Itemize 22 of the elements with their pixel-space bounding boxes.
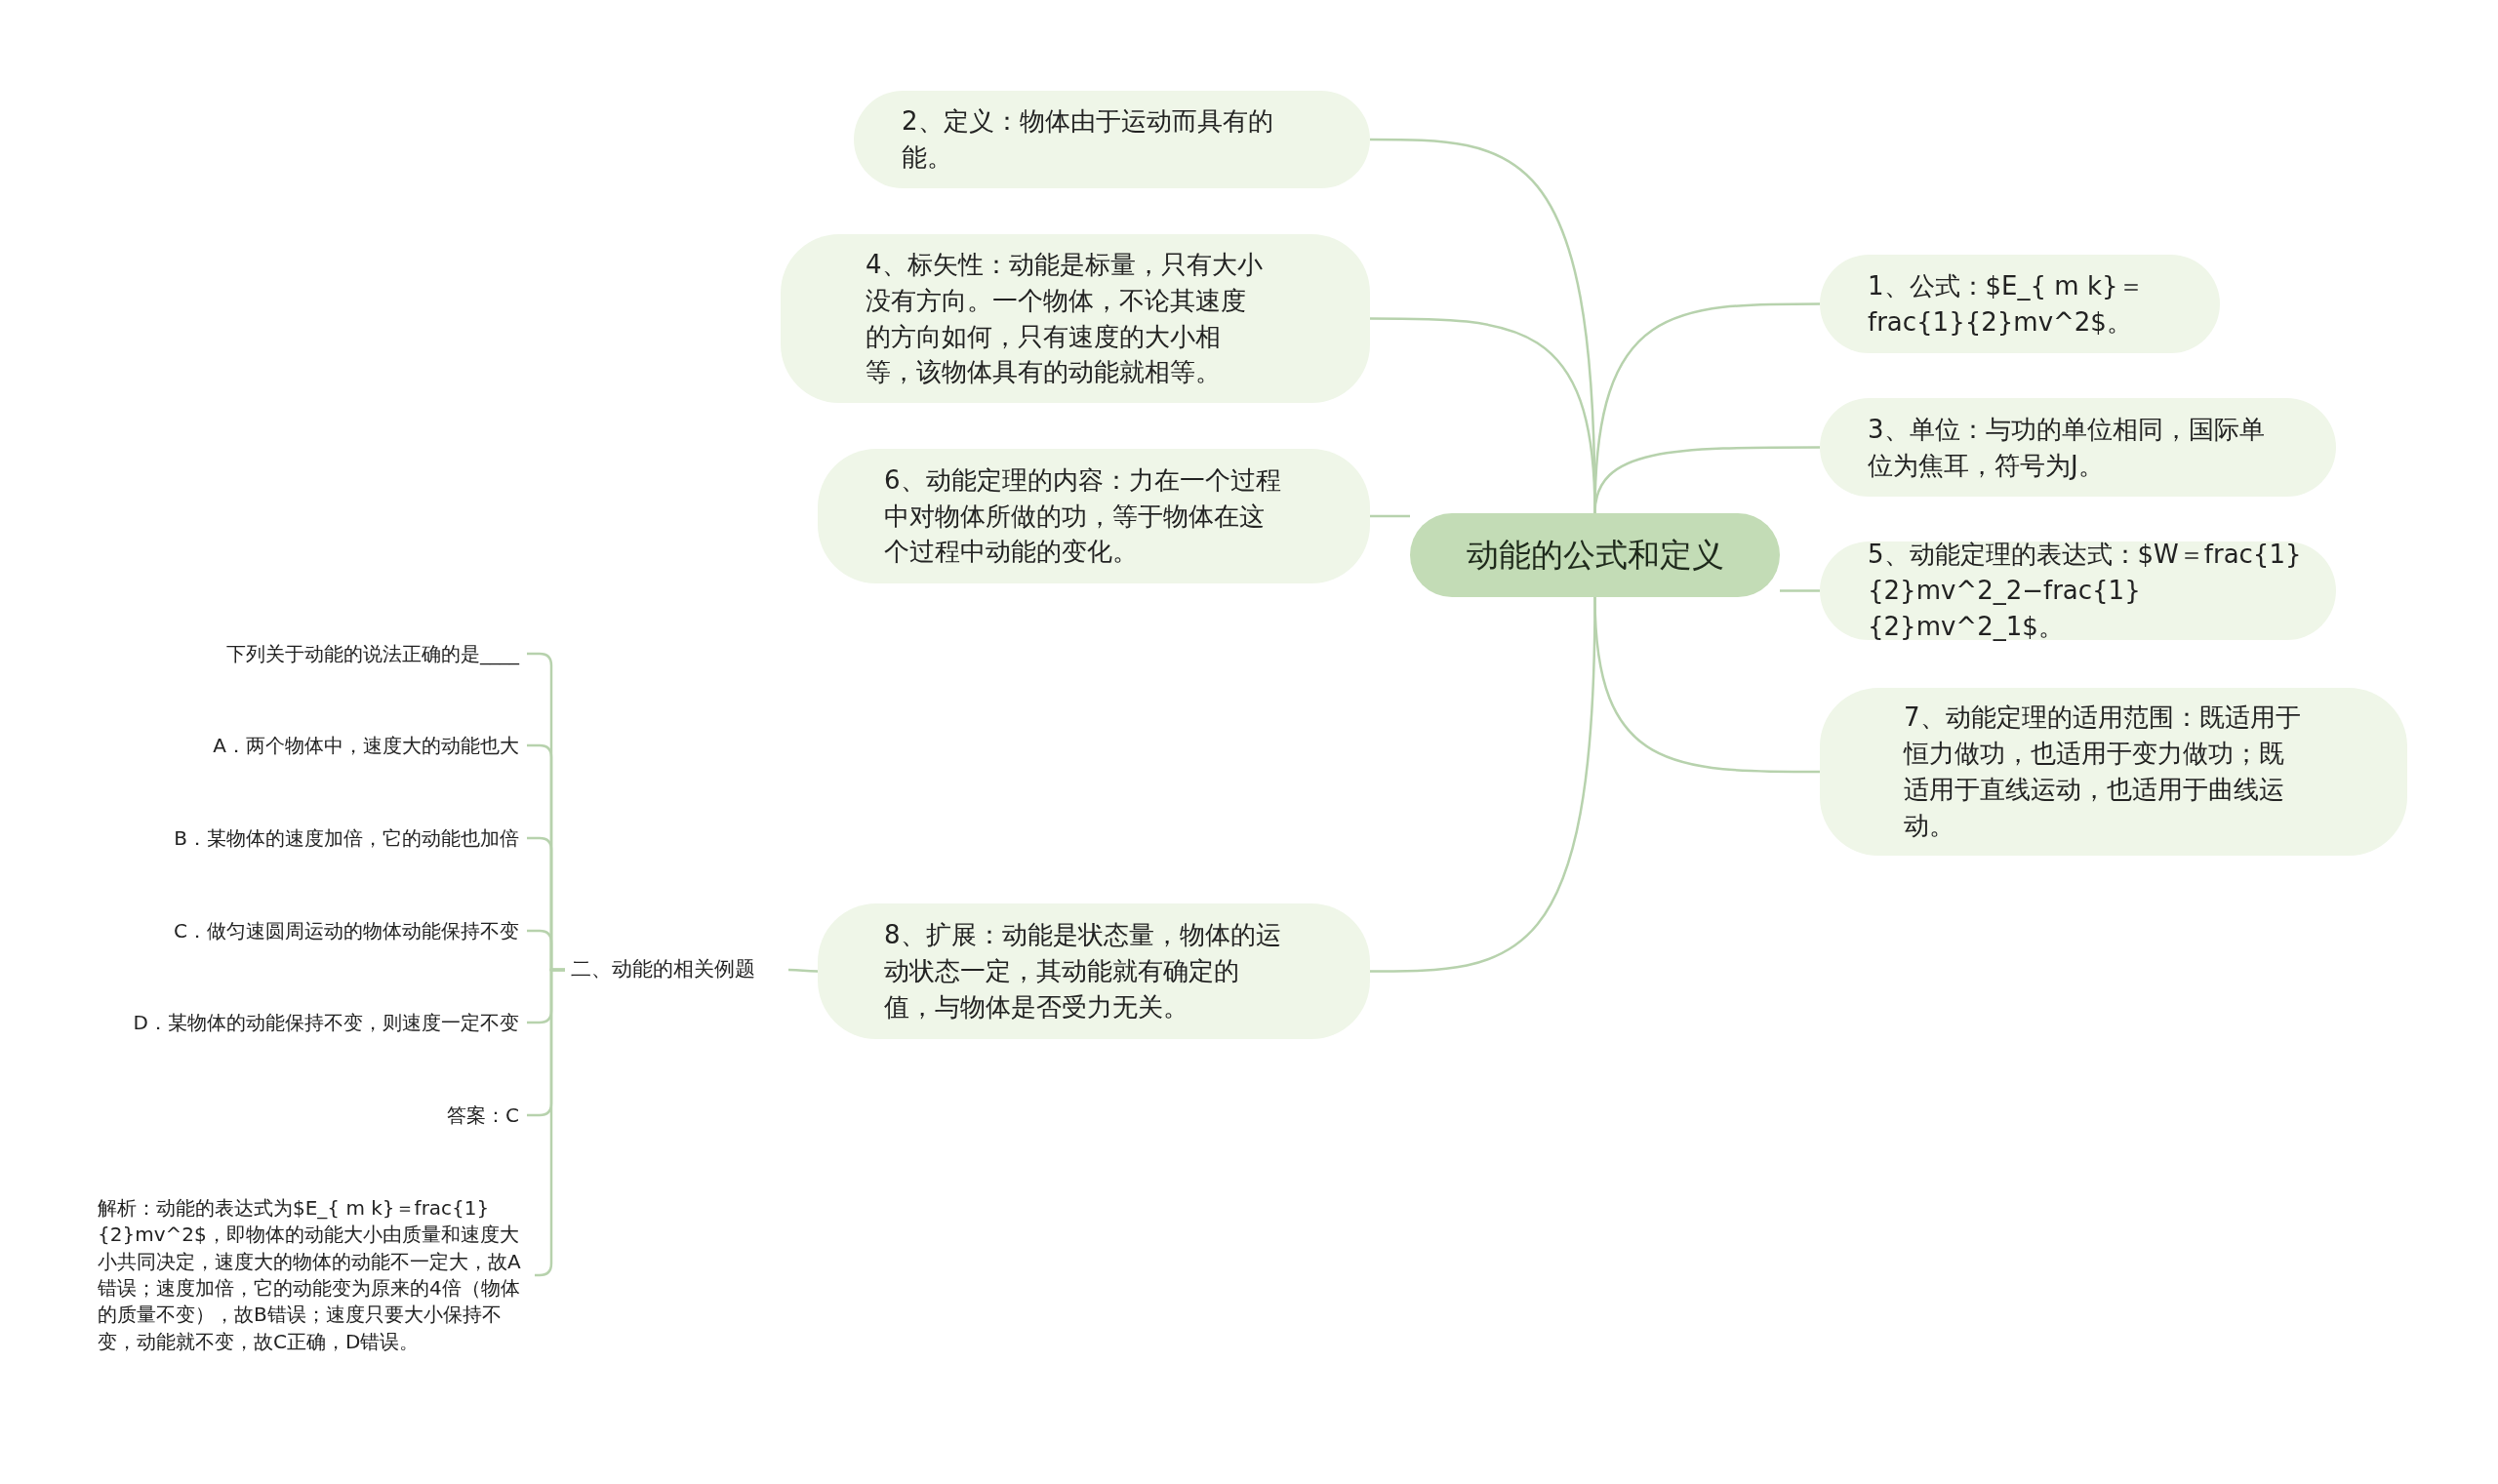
connector-line: [1370, 514, 1410, 518]
topic-pill: 4、标矢性：动能是标量，只有大小没有方向。一个物体，不论其速度的方向如何，只有速度的大小相等，该物体具有的动能就相等。: [781, 234, 1370, 403]
connector-line: [1593, 446, 1820, 514]
explanation-text: 解析：动能的表达式为$E_{ m k}＝frac{1}{2}mv^2$，即物体的动能大小由质量和速度大小共同决定，速度大的物体的动能不一定大，故A错误；速度加倍，它的动能变为原来的4倍（物体的质量不变），故B错误；速度只要大小保持不变，动能就不变，故C正确，D错误。: [98, 1184, 527, 1366]
question-text: A．两个物体中，速度大的动能也大: [98, 730, 519, 761]
topic-pill: 6、动能定理的内容：力在一个过程中对物体所做的功，等于物体在这个过程中动能的变化。: [818, 449, 1370, 583]
connector-line: [788, 968, 818, 973]
connector-line: [1780, 589, 1820, 592]
topic-pill: 2、定义：物体由于运动而具有的能。: [854, 91, 1370, 188]
question-text: 答案：C: [98, 1100, 519, 1131]
question-text: D．某物体的动能保持不变，则速度一定不变: [59, 1007, 519, 1038]
question-text: C．做匀速圆周运动的物体动能保持不变: [98, 915, 519, 946]
topic-pill: 3、单位：与功的单位相同，国际单位为焦耳，符号为J。: [1820, 398, 2336, 497]
topic-pill: 1、公式：$E_{ m k}＝frac{1}{2}mv^2$。: [1820, 255, 2220, 353]
topic-pill: 5、动能定理的表达式：$W＝frac{1}{2}mv^2_2−frac{1}{2}mv^2_1$。: [1820, 541, 2336, 640]
topic-pill: 8、扩展：动能是状态量，物体的运动状态一定，其动能就有确定的值，与物体是否受力无关。: [818, 903, 1370, 1039]
question-text: 下列关于动能的说法正确的是____: [98, 638, 519, 669]
branch-text: 二、动能的相关例题: [571, 952, 781, 987]
topic-pill: 7、动能定理的适用范围：既适用于恒力做功，也适用于变力做功；既适用于直线运动，也适用于曲线运动。: [1820, 688, 2407, 856]
central-topic-pill: 动能的公式和定义: [1410, 513, 1780, 597]
connector-line: [1593, 596, 1820, 774]
question-text: B．某物体的速度加倍，它的动能也加倍: [98, 822, 519, 854]
